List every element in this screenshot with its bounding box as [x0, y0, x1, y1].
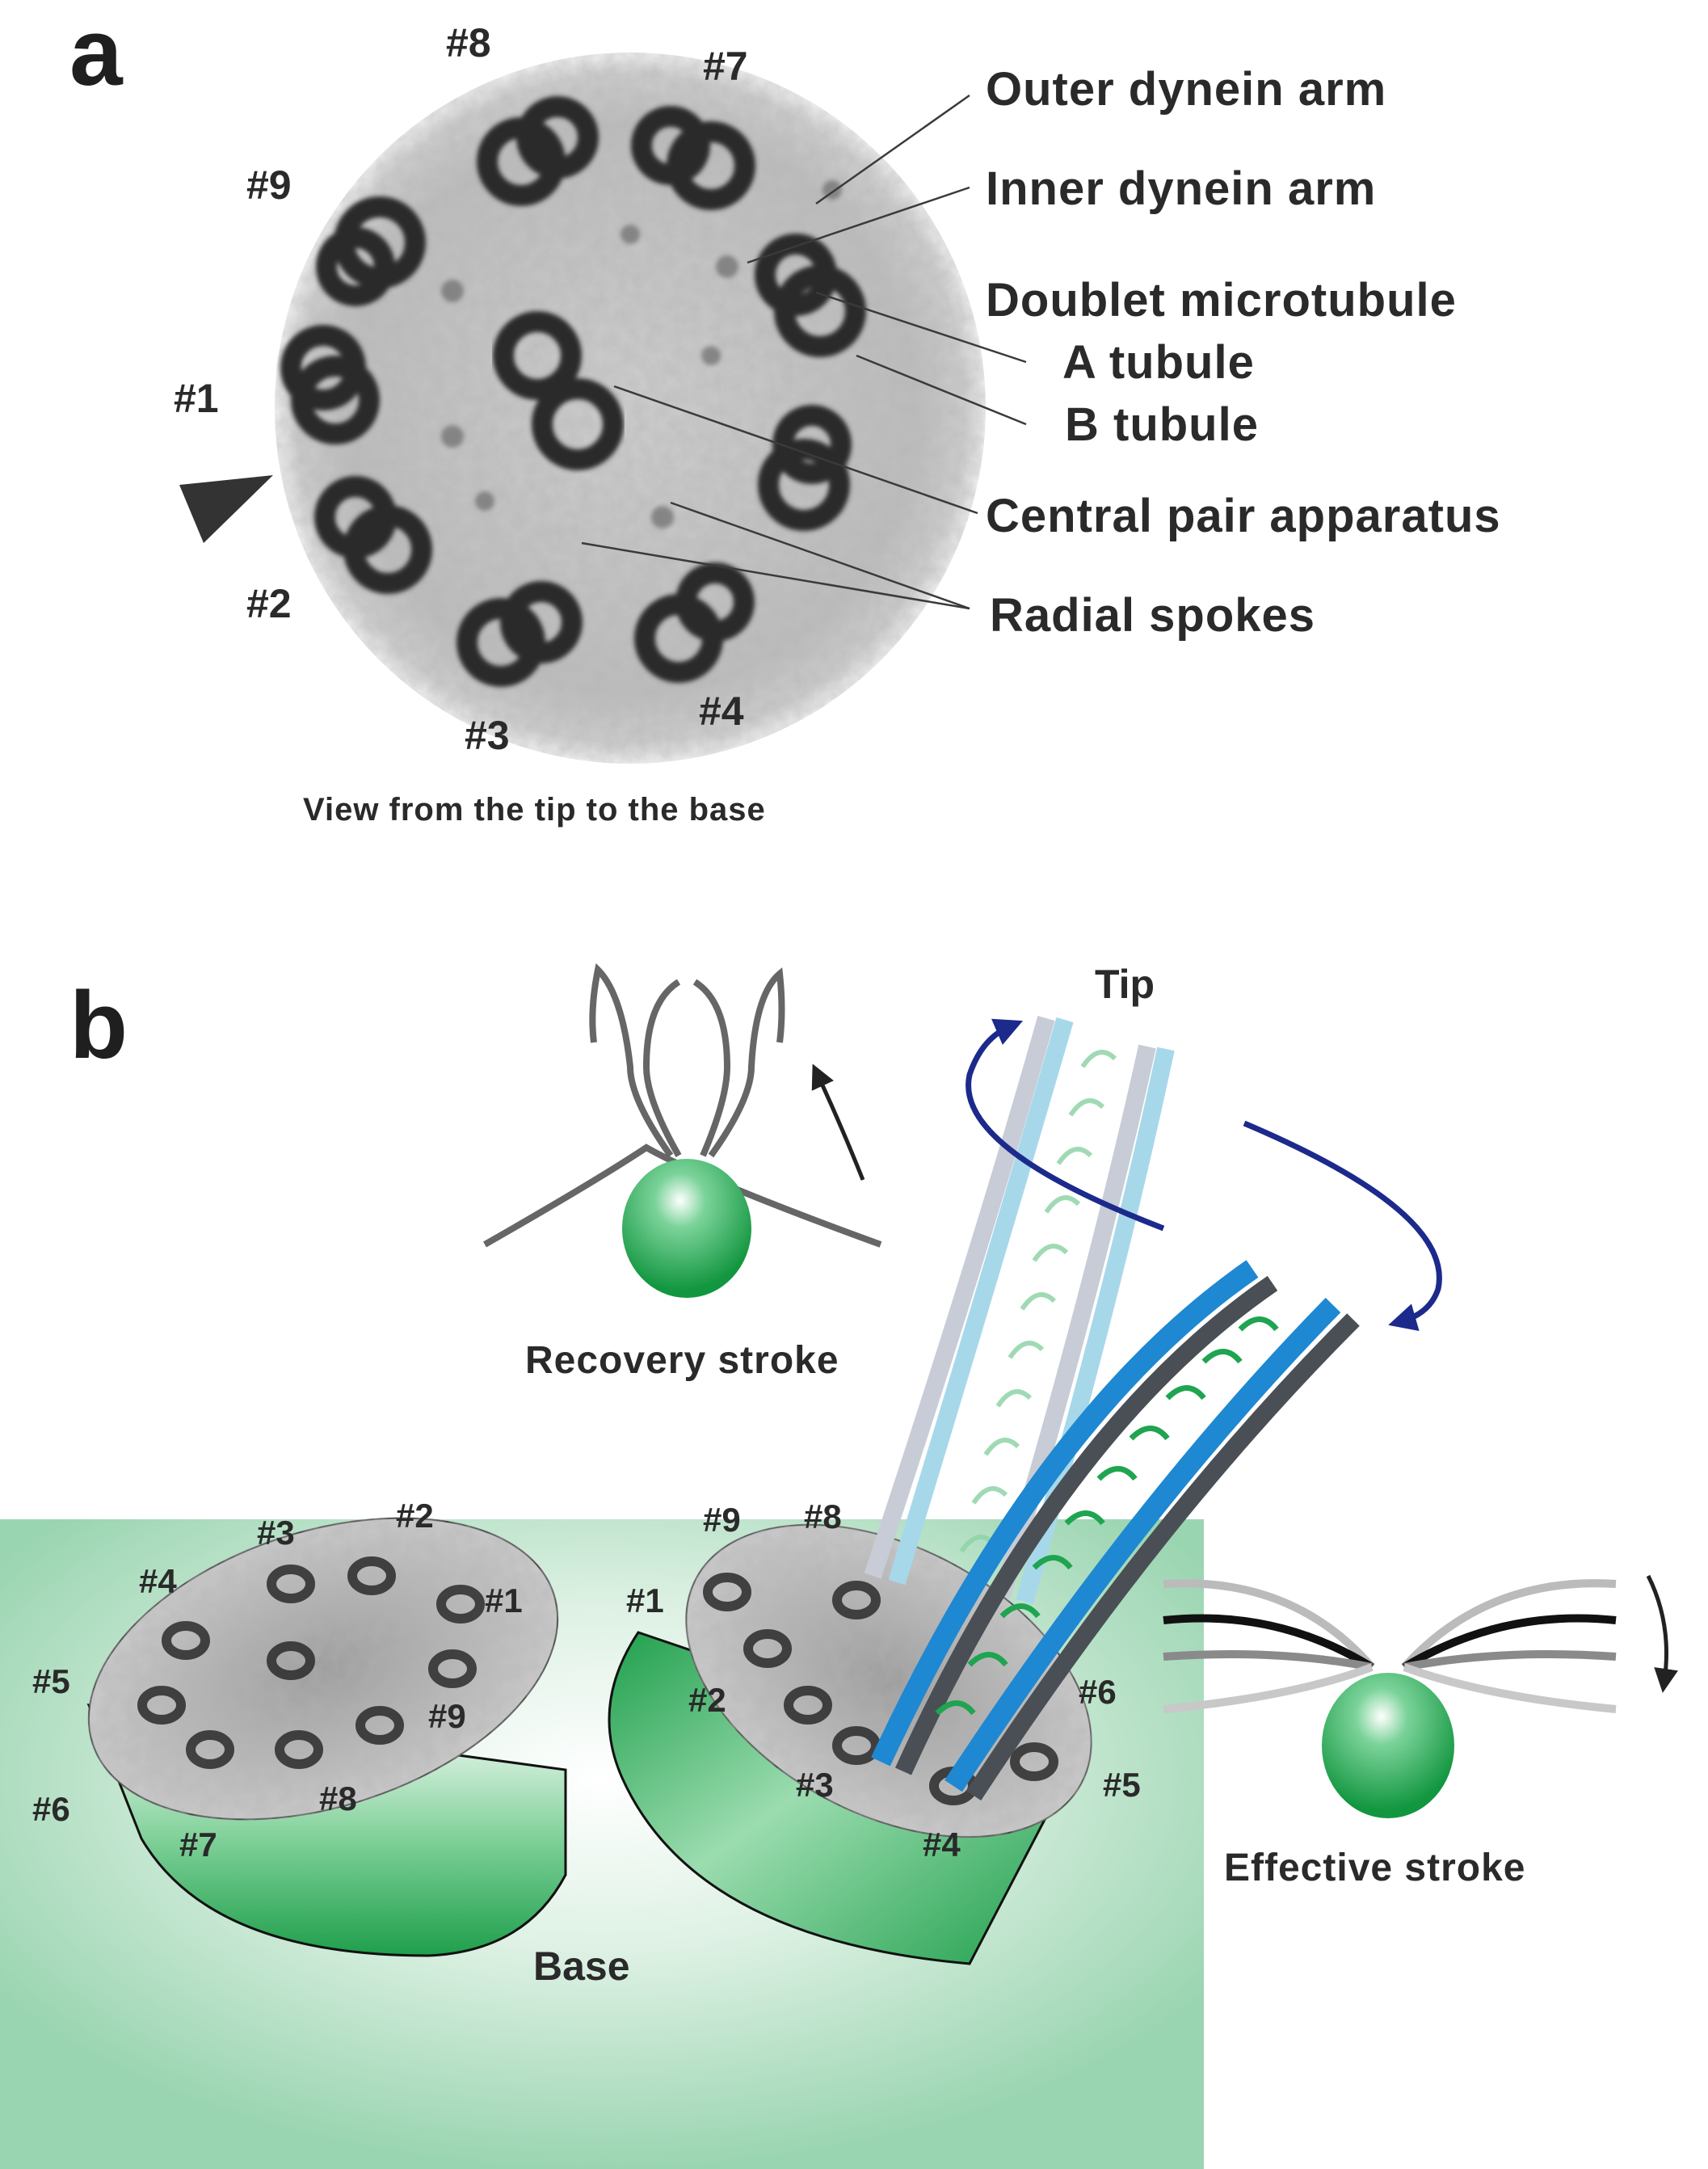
left-section-label-1: #1: [485, 1581, 523, 1619]
arrowhead-marker: [179, 475, 273, 543]
right-section-label-5: #5: [1103, 1766, 1141, 1804]
label-recovery-stroke: Recovery stroke: [525, 1339, 839, 1382]
effective-stroke-icon: [1163, 1574, 1678, 1818]
rotation-arrows: [965, 1018, 1442, 1332]
left-section-label-4: #4: [139, 1562, 177, 1600]
doublet-label-4: #4: [699, 689, 744, 734]
left-section-label-2: #2: [396, 1497, 434, 1535]
label-base: Base: [533, 1944, 630, 1989]
right-section-label-8: #8: [804, 1497, 842, 1535]
doublet-label-7: #7: [703, 44, 748, 89]
label-central-pair-apparatus: Central pair apparatus: [986, 490, 1501, 542]
left-section-label-8: #8: [319, 1779, 357, 1817]
left-section-label-5: #5: [32, 1662, 70, 1700]
doublet-label-3: #3: [465, 713, 510, 758]
panel-letter-b: b: [69, 972, 128, 1079]
label-doublet-microtubule: Doublet microtubule: [986, 274, 1457, 326]
left-section-label-9: #9: [428, 1697, 466, 1735]
em-micrograph: [275, 53, 986, 764]
doublet-label-2: #2: [246, 581, 292, 626]
leader-lines: [581, 94, 1027, 610]
label-outer-dynein-arm: Outer dynein arm: [986, 63, 1387, 116]
doublet-label-9: #9: [246, 162, 292, 208]
left-section-label-6: #6: [32, 1790, 70, 1828]
panel-a: [179, 53, 1027, 764]
right-section-label-2: #2: [688, 1681, 726, 1719]
recovery-stroke-icon: [483, 962, 882, 1298]
label-radial-spokes: Radial spokes: [990, 589, 1316, 642]
right-section-label-1: #1: [626, 1581, 664, 1619]
label-b-tubule: B tubule: [1065, 398, 1259, 451]
right-section-label-9: #9: [703, 1501, 741, 1539]
caption-view-direction: View from the tip to the base: [303, 792, 766, 828]
label-effective-stroke: Effective stroke: [1224, 1847, 1526, 1889]
label-a-tubule: A tubule: [1062, 336, 1255, 389]
right-section-label-6: #6: [1079, 1673, 1117, 1711]
label-tip: Tip: [1095, 962, 1155, 1007]
panel-b: [0, 962, 1678, 2169]
right-section-label-3: #3: [796, 1766, 834, 1804]
right-section-label-4: #4: [923, 1826, 961, 1864]
label-inner-dynein-arm: Inner dynein arm: [986, 162, 1377, 215]
doublet-label-8: #8: [446, 20, 491, 65]
doublet-label-1: #1: [174, 376, 219, 421]
central-pair: [493, 311, 624, 470]
panel-letter-a: a: [69, 0, 123, 106]
flagellum-effective-position: [871, 1260, 1360, 1801]
left-section-label-3: #3: [257, 1514, 295, 1552]
left-section-label-7: #7: [179, 1826, 217, 1864]
left-axoneme-section: [86, 1517, 567, 1957]
